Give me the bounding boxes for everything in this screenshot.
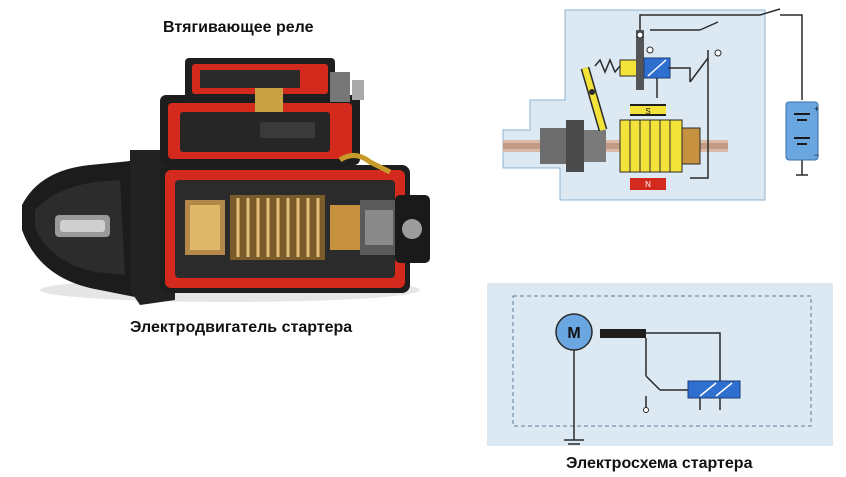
starter-wiring-scheme: M	[487, 283, 833, 446]
field-pole-s: S	[645, 107, 650, 116]
starter-section-diagram: S N	[502, 8, 819, 201]
starter-cutaway-image	[22, 58, 430, 305]
relay-label: Втягивающее реле	[163, 19, 314, 36]
motor-label: Электродвигатель стартера	[130, 319, 353, 336]
battery-plus-mark: +	[814, 104, 819, 114]
motor-symbol-letter: M	[567, 325, 580, 342]
battery-minus-mark: −	[814, 150, 819, 160]
scheme-label: Электросхема стартера	[566, 455, 753, 472]
field-pole-n: N	[645, 180, 651, 189]
